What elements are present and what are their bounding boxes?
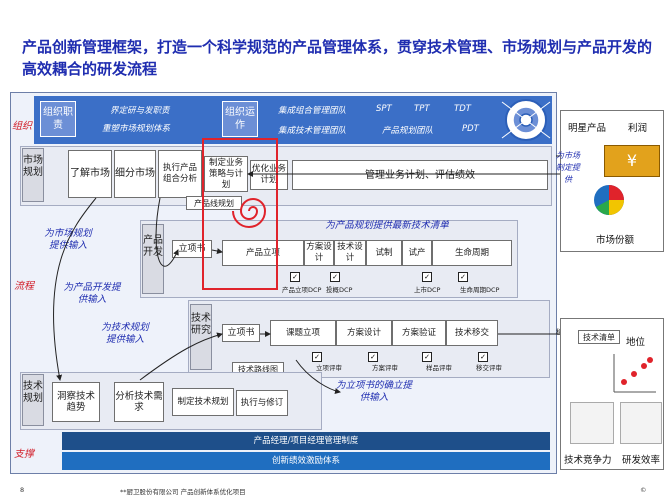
product-dev-label: 产品开发: [142, 224, 164, 294]
tech-step-1[interactable]: 课题立项: [270, 320, 336, 346]
right-card-market: [560, 110, 664, 252]
band-text-tpt: TPT: [414, 104, 430, 114]
right-label-position: 地位: [626, 337, 646, 348]
tech-step-2[interactable]: 方案设计: [336, 320, 392, 346]
tech-gate-label-1: 立项评审: [316, 364, 342, 372]
tech-gate-checkbox-1: ✓: [312, 352, 322, 362]
band-text-itmt: 集成技术管理团队: [278, 126, 347, 136]
gate-label-2: 投概DCP: [326, 286, 353, 294]
tech-gate-checkbox-4: ✓: [478, 352, 488, 362]
note-tech-list: 为产品规划提供最新技术清单: [325, 220, 449, 231]
scatter-plot-icon: [613, 354, 656, 393]
note-dev-input: 为产品开发提供输入: [63, 282, 121, 305]
support-bar-incentive: 创新绩效激励体系: [62, 452, 550, 470]
tech-list-box[interactable]: 技术清单: [578, 330, 620, 344]
right-label-share: 市场份额: [596, 235, 635, 246]
tech-gate-checkbox-3: ✓: [422, 352, 432, 362]
footer-page-number: 8: [20, 486, 25, 494]
market-step-manage[interactable]: 管理业务计划、评估绩效: [292, 160, 548, 190]
right-label-star: 明星产品: [568, 123, 607, 134]
side-label-support: 支撑: [14, 449, 34, 460]
tech-gate-checkbox-2: ✓: [368, 352, 378, 362]
market-step-1[interactable]: 了解市场: [68, 150, 112, 198]
product-step-4[interactable]: 试制: [366, 240, 402, 266]
footer-company: **厨卫股份有限公司 产品创新体系优化项目: [120, 488, 246, 496]
highlight-frame: [202, 138, 278, 290]
support-bar-pm-system: 产品经理/项目经理管理制度: [62, 432, 550, 450]
pie-chart-icon: [594, 185, 624, 215]
right-label-profit: 利润: [628, 123, 648, 134]
note-market-input: 为市场规划提供输入: [44, 228, 92, 251]
org-operation-chip[interactable]: 组织运作: [222, 101, 258, 137]
competitiveness-icon: [570, 402, 614, 444]
market-step-2[interactable]: 细分市场: [114, 150, 156, 198]
side-label-flow: 流程: [14, 281, 34, 292]
tech-gate-label-2: 方案评审: [372, 364, 398, 372]
band-text-tdt: TDT: [454, 104, 471, 114]
product-roadmap-box[interactable]: 产品线规划: [186, 196, 242, 210]
org-duty-chip[interactable]: 组织职责: [40, 101, 76, 137]
product-step-6[interactable]: 生命周期: [432, 240, 512, 266]
band-text-rd-duty: 界定研与发职责: [110, 106, 170, 116]
band-text-ipmt: 集成组合管理团队: [278, 106, 347, 116]
market-step-3[interactable]: 执行产品组合分析: [158, 150, 202, 198]
money-bag-icon: ¥: [604, 145, 660, 177]
footer-copyright: ©: [640, 486, 647, 494]
note-tech-input: 为技术规划提供输入: [101, 322, 149, 345]
tech-gate-label-3: 样品评审: [426, 364, 452, 372]
tech-step-4[interactable]: 技术移交: [446, 320, 498, 346]
tech-planning-label: 技术规划: [22, 374, 44, 426]
tech-gate-label-4: 移交评审: [476, 364, 502, 372]
tech-charter-box[interactable]: 立项书: [222, 324, 260, 342]
tech-research-label: 技术研究: [190, 304, 212, 370]
band-text-product-team: 产品规划团队: [382, 126, 434, 136]
tech-plan-step-4[interactable]: 执行与修订: [236, 390, 288, 416]
page-title: 产品创新管理框架，打造一个科学规范的产品管理体系，贯穿技术管理、市场规划与产品开…: [22, 38, 653, 78]
product-step-2[interactable]: 方案设计: [304, 240, 334, 266]
gate-label-1: 产品立项DCP: [282, 286, 322, 294]
efficiency-icon: [620, 402, 662, 444]
gate-checkbox-3: ✓: [422, 272, 432, 282]
tech-plan-step-1[interactable]: 洞察技术趋势: [52, 382, 100, 422]
organization-band: [34, 96, 552, 144]
band-text-spt: SPT: [376, 104, 392, 114]
band-text-market-system: 重塑市场规划体系: [102, 124, 171, 134]
spiral-icon: [232, 198, 267, 228]
gate-label-4: 生命周期DCP: [460, 286, 500, 294]
target-icon: [501, 99, 551, 141]
note-right-input: 为市场制定提供: [556, 151, 580, 184]
product-step-5[interactable]: 试产: [402, 240, 432, 266]
market-planning-label: 市场规划: [22, 148, 44, 202]
side-label-org: 组织: [12, 121, 32, 132]
market-step-5[interactable]: 优化业务计划: [250, 160, 288, 190]
gate-checkbox-4: ✓: [458, 272, 468, 282]
right-label-competitiveness: 技术竞争力: [564, 455, 612, 466]
gate-label-3: 上市DCP: [414, 286, 441, 294]
gate-checkbox-2: ✓: [330, 272, 340, 282]
tech-plan-step-2[interactable]: 分析技术需求: [114, 382, 164, 422]
gate-checkbox-1: ✓: [290, 272, 300, 282]
band-text-pdt: PDT: [462, 124, 479, 134]
tech-plan-step-3[interactable]: 制定技术规划: [172, 388, 234, 416]
right-label-efficiency: 研发效率: [622, 455, 661, 466]
product-step-1[interactable]: 产品立项: [222, 240, 304, 266]
note-charter-input: 为立项书的确立提供输入: [335, 380, 412, 403]
tech-step-3[interactable]: 方案验证: [392, 320, 446, 346]
product-step-3[interactable]: 技术设计: [334, 240, 366, 266]
